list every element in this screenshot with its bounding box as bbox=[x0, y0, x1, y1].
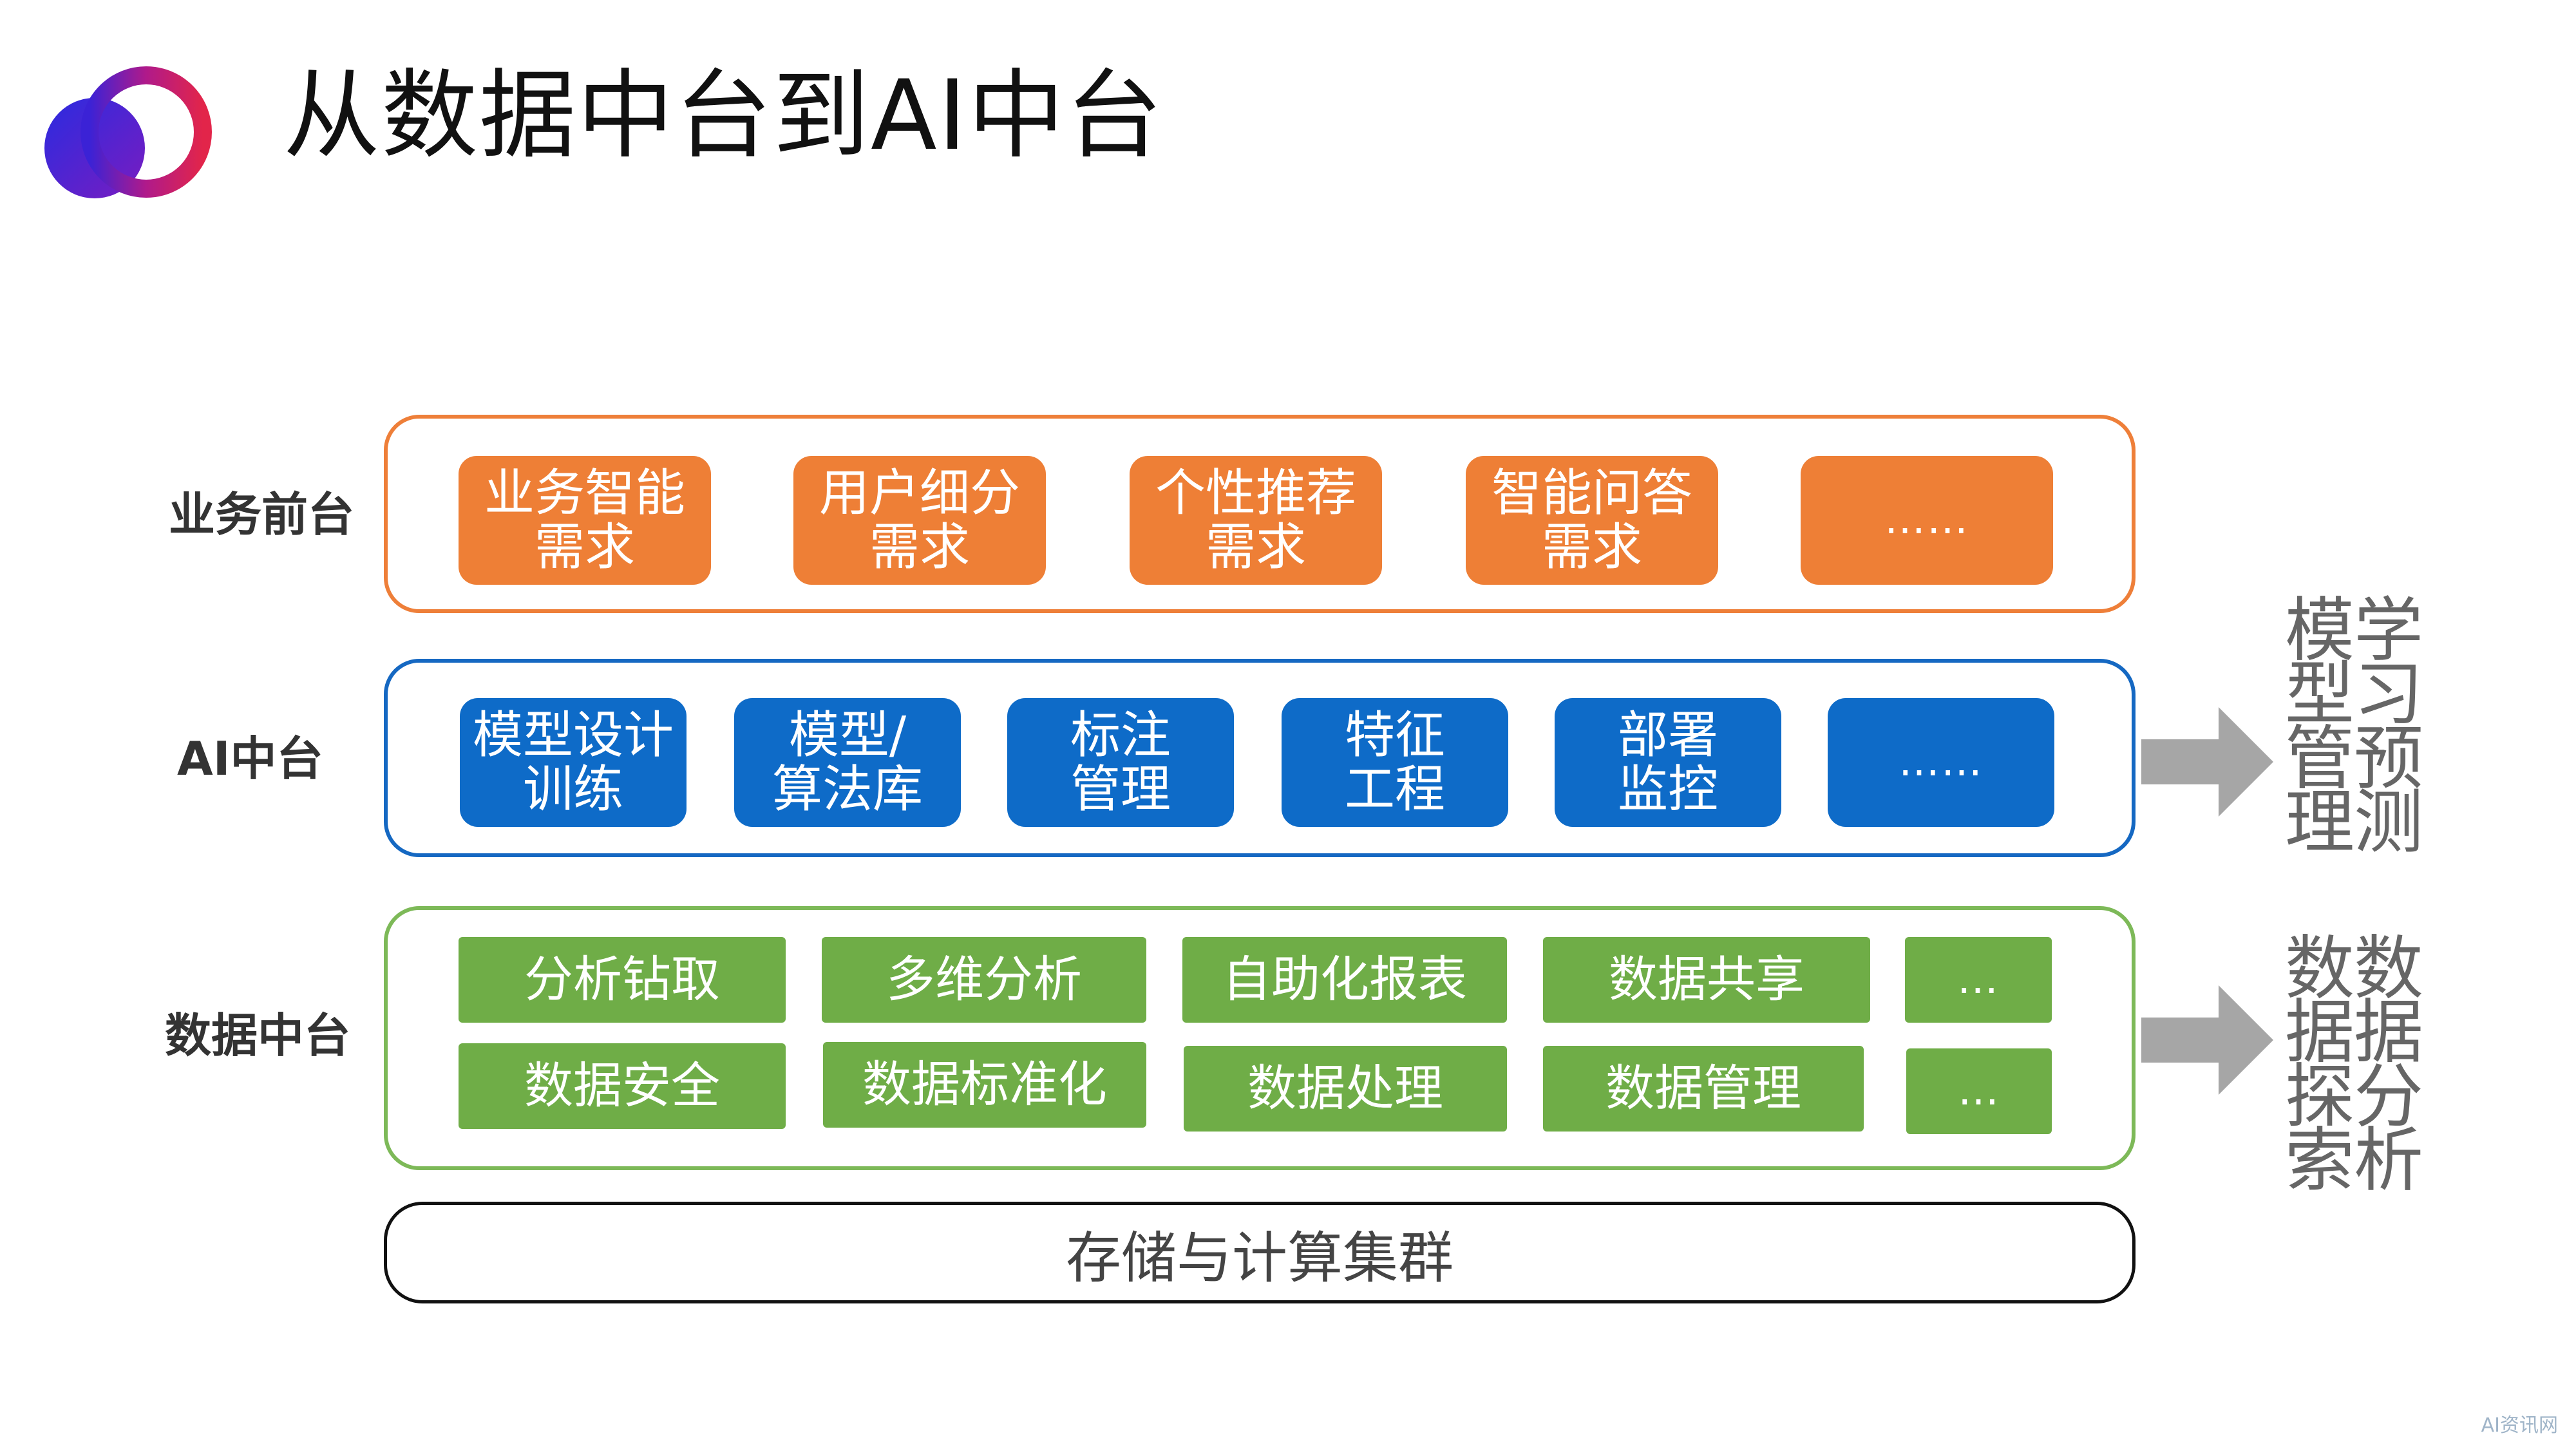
side-char: 索 bbox=[2285, 1121, 2355, 1202]
brand-logo-icon bbox=[44, 66, 212, 198]
side-char: 预 bbox=[2354, 718, 2424, 799]
ai-chip: 模型/ 算法库 bbox=[734, 698, 961, 827]
arrow-right-icon bbox=[2141, 985, 2273, 1095]
data-chip: 数据处理 bbox=[1184, 1046, 1507, 1132]
storage-label: 存储与计算集群 bbox=[1066, 1226, 1454, 1291]
side-label-data-analysis: 数 据 分 析 bbox=[2354, 929, 2424, 1202]
layer-label-data: 数据中台 bbox=[165, 1009, 351, 1063]
data-chip: 自助化报表 bbox=[1182, 937, 1507, 1023]
side-char: 析 bbox=[2354, 1121, 2424, 1202]
business-chip: 个性推荐 需求 bbox=[1130, 456, 1382, 585]
data-chip-more: … bbox=[1905, 937, 2052, 1023]
side-char: 据 bbox=[2285, 992, 2355, 1074]
watermark: AI资讯网 bbox=[2481, 1414, 2558, 1437]
ai-chip: 部署 监控 bbox=[1555, 698, 1781, 827]
layer-label-ai: AI中台 bbox=[177, 732, 323, 786]
data-chip: 数据标准化 bbox=[823, 1042, 1146, 1128]
side-label-model-management: 模 型 管 理 bbox=[2285, 591, 2355, 864]
business-chip-more: …… bbox=[1801, 456, 2053, 585]
side-char: 型 bbox=[2285, 654, 2355, 735]
side-char: 学 bbox=[2354, 591, 2424, 671]
data-chip: 数据共享 bbox=[1543, 937, 1870, 1023]
side-char: 据 bbox=[2354, 992, 2424, 1074]
page-title: 从数据中台到AI中台 bbox=[283, 60, 1164, 172]
data-chip: 分析钻取 bbox=[459, 937, 786, 1023]
arrow-right-icon bbox=[2141, 707, 2273, 817]
data-chip-more: … bbox=[1906, 1048, 2052, 1134]
ai-chip: 标注 管理 bbox=[1007, 698, 1234, 827]
side-char: 数 bbox=[2285, 929, 2355, 1009]
side-label-data-exploration: 数 据 探 索 bbox=[2285, 929, 2355, 1202]
data-chip: 数据管理 bbox=[1543, 1046, 1864, 1132]
ai-chip-more: …… bbox=[1828, 698, 2054, 827]
ai-chip: 特征 工程 bbox=[1282, 698, 1508, 827]
data-chip: 数据安全 bbox=[459, 1043, 786, 1129]
side-char: 模 bbox=[2285, 591, 2355, 671]
business-chip: 业务智能 需求 bbox=[459, 456, 711, 585]
side-char: 理 bbox=[2285, 782, 2355, 864]
business-chip: 用户细分 需求 bbox=[793, 456, 1046, 585]
business-chip: 智能问答 需求 bbox=[1466, 456, 1718, 585]
side-char: 探 bbox=[2285, 1056, 2355, 1137]
layer-label-business: 业务前台 bbox=[169, 488, 355, 542]
side-char: 管 bbox=[2285, 718, 2355, 799]
side-label-learning-prediction: 学 习 预 测 bbox=[2354, 591, 2424, 864]
data-chip: 多维分析 bbox=[822, 937, 1146, 1023]
side-char: 测 bbox=[2354, 782, 2424, 864]
side-char: 习 bbox=[2354, 654, 2424, 735]
storage-layer-frame: 存储与计算集群 bbox=[384, 1202, 2136, 1303]
side-char: 分 bbox=[2354, 1056, 2424, 1137]
side-char: 数 bbox=[2354, 929, 2424, 1009]
ai-chip: 模型设计 训练 bbox=[460, 698, 687, 827]
